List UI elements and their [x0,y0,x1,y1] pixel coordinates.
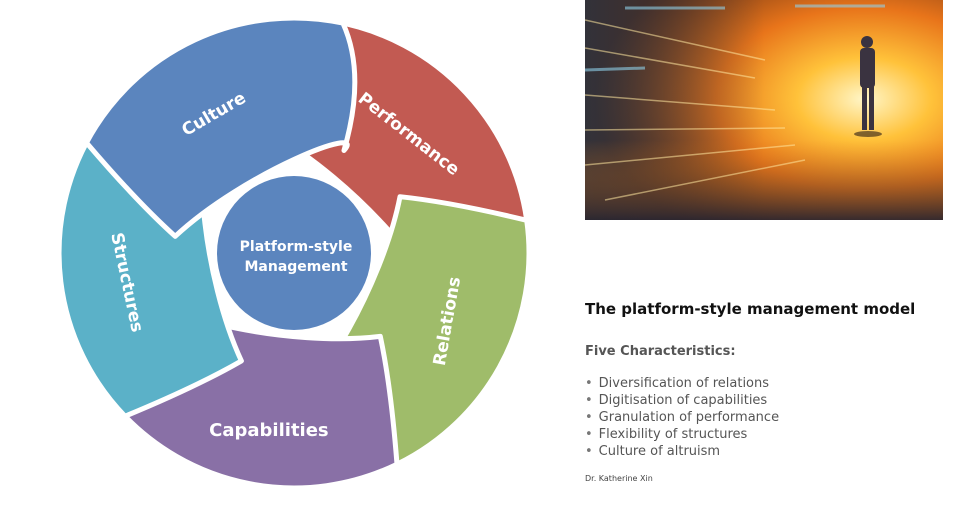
hero-photo [585,0,943,220]
center-label-line2: Management [244,259,347,275]
center-label-line1: Platform-style [240,239,353,255]
segment-culture [84,15,358,239]
author-credit: Dr. Katherine Xin [585,474,653,483]
info-subtitle: Five Characteristics: [585,344,736,359]
list-item: Culture of altruism [585,443,945,460]
info-panel: The platform-style management model Five… [585,300,945,483]
list-item: Diversification of relations [585,375,945,392]
segment-label-capabilities: Capabilities [209,420,328,441]
management-cycle-diagram: Platform-style Management PerformanceRel… [56,15,532,491]
list-item: Granulation of performance [585,409,945,426]
center-hub [217,176,371,330]
photo-illustration [585,0,943,220]
info-title: The platform-style management model [585,300,916,318]
list-item: Digitisation of capabilities [585,392,945,409]
characteristics-list: Diversification of relations Digitisatio… [585,375,945,460]
list-item: Flexibility of structures [585,426,945,443]
segment-group [56,15,532,491]
